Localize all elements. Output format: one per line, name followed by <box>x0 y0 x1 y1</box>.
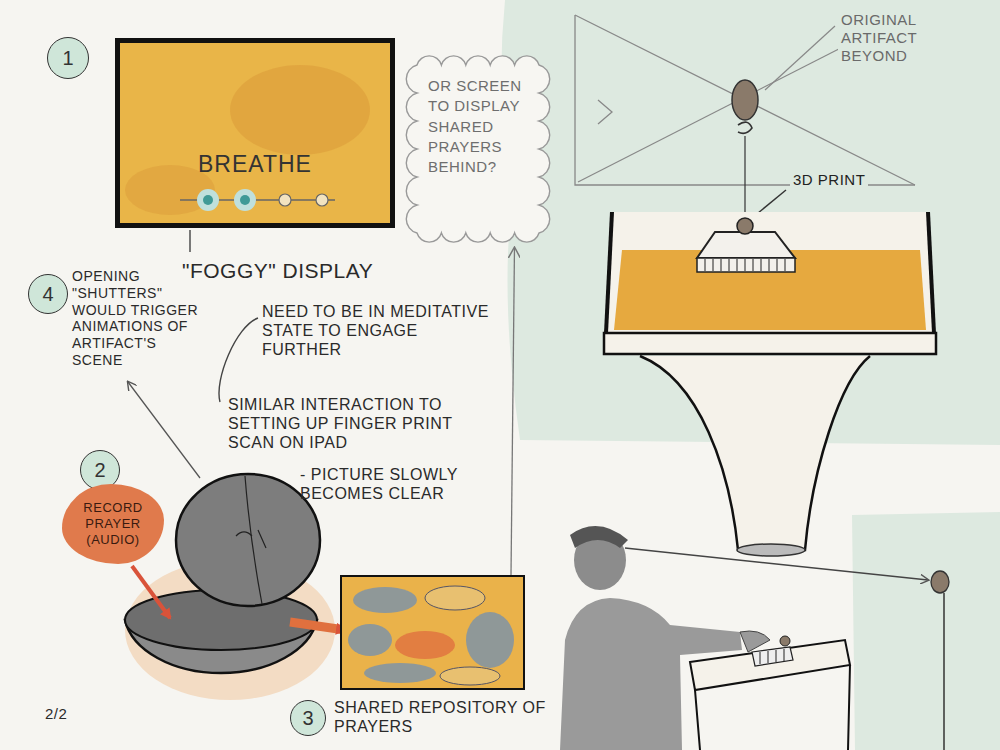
prayer-repository: SHARED REPOSITORY OF PRAYERS <box>340 575 525 690</box>
screen-fill <box>117 40 393 226</box>
leader-line <box>765 26 835 90</box>
artifact-frame <box>578 28 880 182</box>
small-pedestal <box>760 649 784 664</box>
leader-line <box>219 318 258 402</box>
breath-progress <box>180 189 335 211</box>
right-artifact <box>943 593 945 750</box>
pedestal <box>606 212 934 333</box>
record-prayer-blob: RECORD PRAYER (AUDIO) <box>62 484 164 564</box>
screen-fill <box>230 65 370 155</box>
replica-print <box>697 258 795 272</box>
right-artifact <box>931 571 949 593</box>
original-artifact <box>738 122 752 133</box>
pedestal <box>737 544 805 556</box>
green-wash <box>852 512 1000 750</box>
replica-print <box>737 218 753 234</box>
screen-fill <box>117 40 393 226</box>
annotation-heading: "FOGGY" DISPLAY <box>182 258 422 283</box>
repository-fill <box>364 663 436 683</box>
small-pedestal <box>752 647 793 666</box>
thought-cloud: OR SCREEN TO DISPLAY SHARED PRAYERS BEHI… <box>402 50 554 248</box>
callout-number: 1 <box>47 37 89 79</box>
right-artifact <box>931 571 949 750</box>
callout-text: 2 <box>94 459 105 482</box>
repository-fill <box>425 586 485 610</box>
artifact-frame <box>598 100 612 124</box>
node-text: BREATHE <box>120 151 390 178</box>
node-text: SHARED REPOSITORY OF PRAYERS <box>334 698 549 736</box>
prayer-sphere <box>176 474 320 606</box>
visitor-figure <box>625 548 928 580</box>
node-text: RECORD PRAYER (AUDIO) <box>72 500 154 549</box>
page-number: 2/2 <box>45 705 105 723</box>
callout-text: 4 <box>42 283 53 306</box>
node-text: OR SCREEN TO DISPLAY SHARED PRAYERS BEHI… <box>428 76 532 177</box>
part-label: 3D PRINT <box>790 170 868 190</box>
original-artifact <box>744 136 745 214</box>
connector-arrow <box>511 248 514 575</box>
visitor-figure <box>740 631 770 652</box>
repository-fill <box>466 612 514 668</box>
annotation-note: OPENING "SHUTTERS" WOULD TRIGGER ANIMATI… <box>72 268 200 369</box>
breath-progress <box>316 194 328 206</box>
breath-progress <box>203 195 213 205</box>
replica-print <box>697 218 795 272</box>
repository-fill <box>348 624 392 656</box>
small-pedestal <box>780 636 790 646</box>
callout-text: 3 <box>302 707 313 730</box>
repository-fill <box>342 577 523 688</box>
pedestal <box>604 333 936 354</box>
repository-fill <box>342 577 523 688</box>
pedestal <box>604 212 936 556</box>
pedestal <box>614 250 926 330</box>
prayer-sphere <box>236 530 266 548</box>
small-pedestal <box>690 636 850 750</box>
annotation-note: ORIGINAL ARTIFACT BEYOND <box>838 10 940 66</box>
cloud-outline <box>406 56 549 242</box>
breath-progress <box>234 189 256 211</box>
annotation-note: NEED TO BE IN MEDITATIVE STATE TO ENGAGE… <box>262 302 497 360</box>
leader-line <box>189 230 190 252</box>
pedestal <box>606 212 612 333</box>
breath-progress <box>197 189 219 211</box>
breath-progress <box>279 194 291 206</box>
audio-arrow <box>132 566 170 618</box>
breathe-screen: BREATHE <box>115 38 395 228</box>
original-artifact <box>732 80 758 214</box>
repository-fill <box>440 667 500 685</box>
audio-arrow <box>132 566 345 630</box>
replica-print <box>705 259 785 271</box>
annotation-note: - PICTURE SLOWLY BECOMES CLEAR <box>300 465 495 503</box>
original-artifact <box>732 80 758 120</box>
repository-fill <box>395 631 455 659</box>
green-wash <box>501 0 1000 750</box>
audio-arrow <box>290 622 345 630</box>
callout-number: 3 <box>290 700 326 736</box>
visitor-figure <box>570 526 628 548</box>
pedestal <box>928 212 934 333</box>
prayer-sphere <box>245 476 262 604</box>
small-pedestal <box>690 640 850 690</box>
callout-text: 1 <box>62 47 73 70</box>
visitor-figure <box>560 526 928 750</box>
leader-line <box>128 382 200 478</box>
repository-fill <box>353 587 417 613</box>
small-pedestal <box>695 665 850 750</box>
replica-print <box>697 232 795 258</box>
pedestal <box>640 356 870 550</box>
breath-progress <box>240 195 250 205</box>
callout-number: 4 <box>28 274 68 314</box>
annotation-note: SIMILAR INTERACTION TO SETTING UP FINGER… <box>228 395 498 453</box>
